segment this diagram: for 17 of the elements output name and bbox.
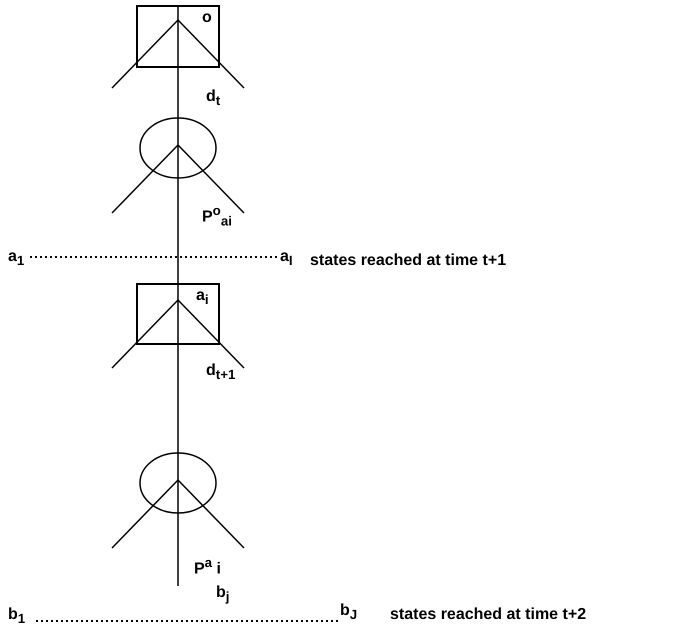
caption-text: states reached at time t+1: [310, 252, 506, 270]
state-label: a$_{I}$: [280, 248, 293, 269]
connector-line: [177, 345, 179, 453]
state-label: b$_{J}$: [340, 602, 358, 623]
state-label: b$_{1}$: [8, 606, 26, 627]
decision-box: [136, 5, 220, 68]
chance-circle: [139, 117, 217, 179]
node-label: b$_{j}$: [216, 584, 230, 605]
node-label: o: [202, 9, 212, 27]
decision-box: [136, 283, 220, 345]
connector-line: [177, 68, 179, 118]
connector-line: [177, 178, 179, 283]
node-label: a$_{i}$: [196, 287, 209, 308]
caption-text: states reached at time t+2: [390, 606, 586, 624]
connector-line: [177, 513, 179, 586]
chance-circle: [139, 452, 217, 514]
state-label: a$_{1}$: [8, 248, 24, 269]
